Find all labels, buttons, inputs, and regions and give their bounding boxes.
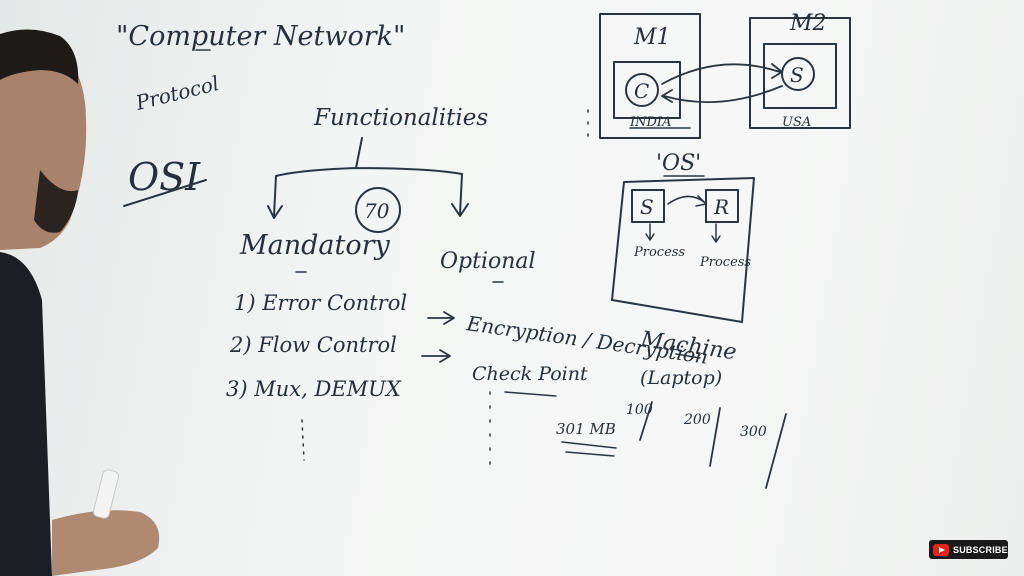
mandatory-label: Mandatory [239, 230, 391, 261]
server-label: S [790, 63, 804, 87]
machine-m2-label: M2 [789, 11, 827, 36]
usa-label: USA [782, 115, 811, 130]
process-label-2: Process [699, 255, 751, 270]
marker-pen [92, 469, 120, 519]
mark-100: 100 [626, 402, 653, 418]
arrow-server-to-client [661, 85, 783, 103]
size-underline [561, 441, 617, 457]
optional-item-checkpoint: Check Point [472, 363, 588, 385]
m2-inner-box [763, 43, 837, 109]
process-label-1: Process [633, 245, 685, 260]
arrow-r-down [711, 223, 721, 243]
mark-200: 200 [683, 412, 711, 428]
presenter-hair [0, 29, 79, 85]
arrow-client-to-server [661, 63, 783, 85]
osi-label: OSI [128, 155, 201, 199]
functionalities-branches [267, 137, 469, 219]
arrow-s-down [645, 223, 655, 241]
optional-label: Optional [440, 249, 536, 274]
receiver-label: R [713, 195, 729, 219]
mandatory-continuation-dots [301, 419, 305, 461]
count-70: 70 [364, 199, 390, 223]
mandatory-item-1: 1) Error Control [234, 291, 407, 315]
subscribe-label: SUBSCRIBE [953, 544, 1008, 555]
arrow-s-to-r [667, 195, 707, 207]
mandatory-item-2: 2) Flow Control [229, 333, 397, 357]
machine-m1-box [599, 13, 701, 139]
os-label: 'OS' [656, 151, 701, 176]
size-label: 301 MB [556, 420, 616, 438]
receiver-process-box [705, 189, 739, 223]
sender-label: S [640, 195, 654, 219]
os-machine-box [611, 177, 755, 323]
server-circle [781, 57, 815, 91]
presenter-shirt [0, 252, 52, 576]
presenter-hand [52, 510, 160, 576]
checkpoint-underline [504, 391, 557, 397]
functionalities-label: Functionalities [313, 105, 488, 131]
laptop-label: (Laptop) [640, 367, 722, 389]
machine-underline [675, 353, 701, 359]
title-computer-network: "Computer Network" [116, 21, 405, 52]
m1-inner-box [613, 61, 681, 119]
client-circle [625, 73, 659, 107]
mark-300: 300 [740, 424, 767, 440]
sender-process-box [631, 189, 665, 223]
osi-underline [123, 179, 207, 207]
subscribe-badge[interactable]: SUBSCRIBE [929, 540, 1008, 559]
presenter [0, 29, 160, 576]
machine-m1-label: M1 [633, 25, 671, 50]
client-label: C [634, 79, 649, 103]
mark-200-stroke [709, 407, 721, 467]
mark-100-stroke [639, 401, 653, 441]
mark-300-stroke [765, 413, 787, 489]
arrow-to-checkpoint [421, 349, 451, 363]
presenter-beard [34, 170, 78, 233]
youtube-play-icon [933, 543, 949, 556]
mandatory-item-3: 3) Mux, DEMUX [226, 377, 402, 401]
count-circle [355, 187, 401, 233]
india-label: INDIA [629, 115, 671, 130]
arrow-to-encryption [427, 311, 455, 325]
